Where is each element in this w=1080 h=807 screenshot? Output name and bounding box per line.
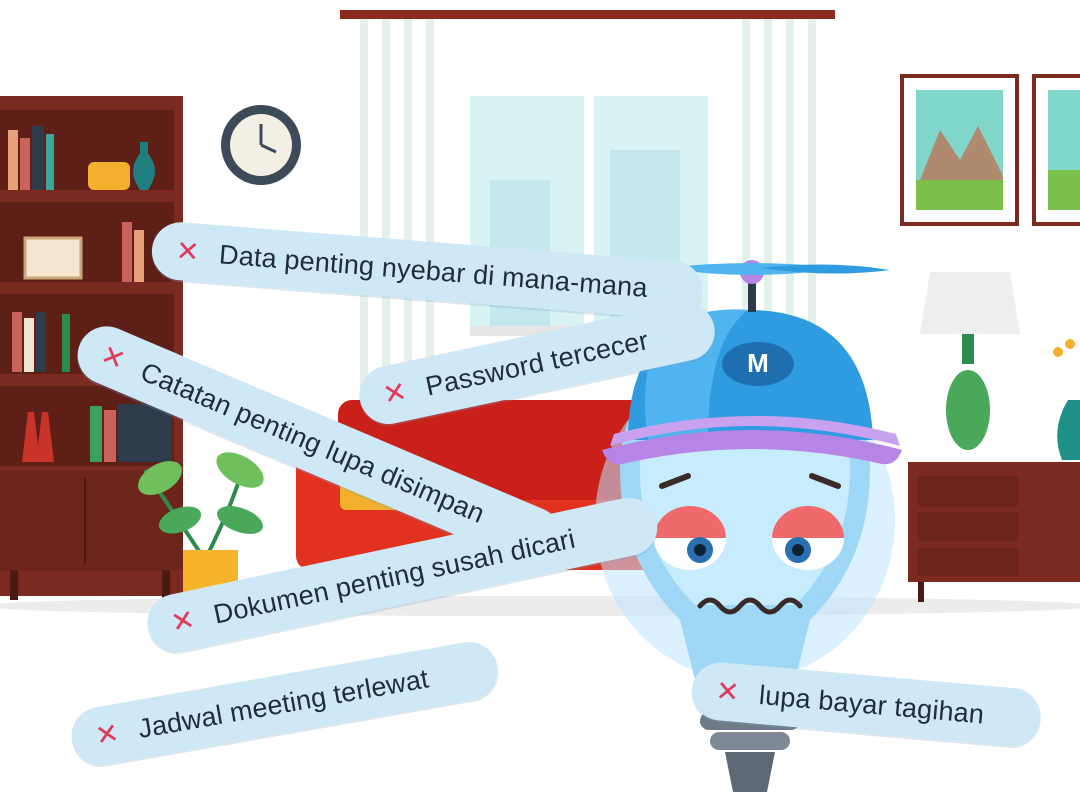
mascot-lightbulb [595, 260, 902, 792]
cross-icon: ✕ [174, 234, 201, 268]
table-lamp [920, 272, 1020, 450]
cross-icon: ✕ [714, 675, 741, 709]
cross-icon: ✕ [380, 375, 410, 411]
cross-icon: ✕ [168, 603, 198, 639]
cap-logo-letter: M [747, 348, 769, 378]
side-cabinet [908, 462, 1080, 602]
cross-icon: ✕ [96, 338, 130, 377]
cross-icon: ✕ [92, 717, 122, 752]
wall-clock-icon [221, 105, 301, 185]
curtains [360, 19, 816, 399]
flower-vase [1053, 339, 1080, 460]
curtain-rod [340, 10, 835, 19]
problem-label: lupa bayar tagihan [757, 679, 986, 730]
wall-picture-mountains [900, 74, 1019, 226]
wall-picture-landscape [1032, 74, 1080, 226]
